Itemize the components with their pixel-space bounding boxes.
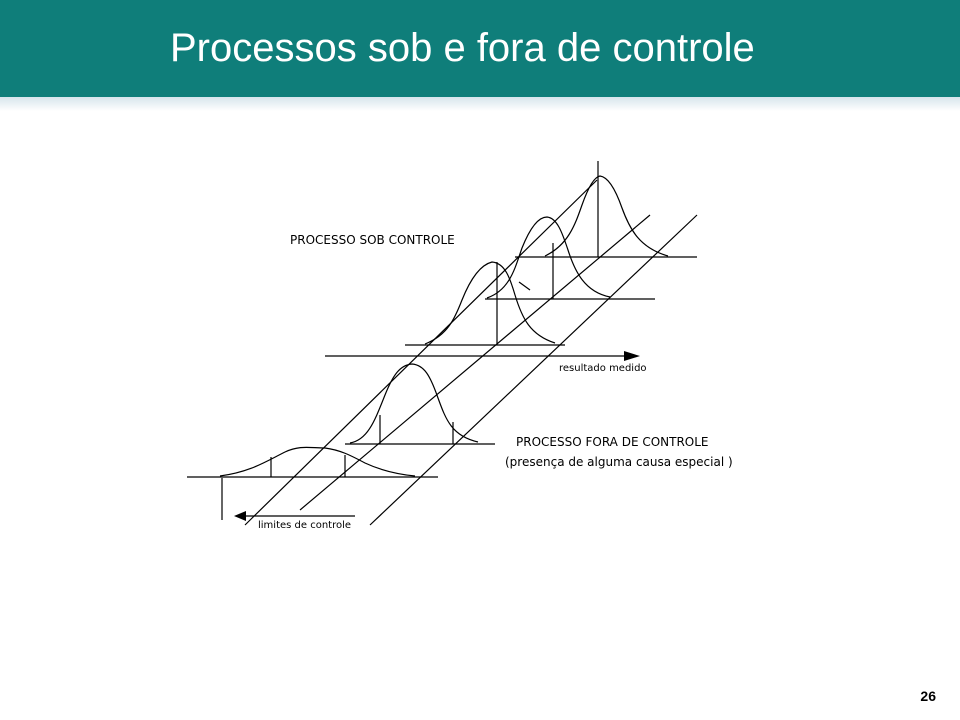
header-shadow <box>0 97 960 111</box>
limit-line-upper <box>369 214 698 526</box>
curve-in-2 <box>486 216 611 299</box>
label-out-control-1: PROCESSO FORA DE CONTROLE <box>516 435 709 449</box>
label-in-control: PROCESSO SOB CONTROLE <box>290 233 455 247</box>
curve-in-1 <box>424 261 556 345</box>
slide-title: Processos sob e fora de controle <box>170 26 755 70</box>
label-out-control-2: (presença de alguma causa especial ) <box>505 455 733 469</box>
page-number: 26 <box>920 688 936 704</box>
limit-line-lower <box>244 179 598 526</box>
limits-arrowhead <box>234 511 246 521</box>
tick-g <box>518 281 531 291</box>
label-measured-result: resultado medido <box>559 363 647 374</box>
center-line <box>299 214 651 511</box>
slide-header <box>0 0 960 97</box>
curve-in-3 <box>544 175 669 257</box>
label-control-limits: limites de controle <box>258 520 351 531</box>
result-arrowhead <box>624 351 640 361</box>
curve-out-shifted <box>349 363 479 444</box>
curve-out-wide <box>219 446 416 477</box>
